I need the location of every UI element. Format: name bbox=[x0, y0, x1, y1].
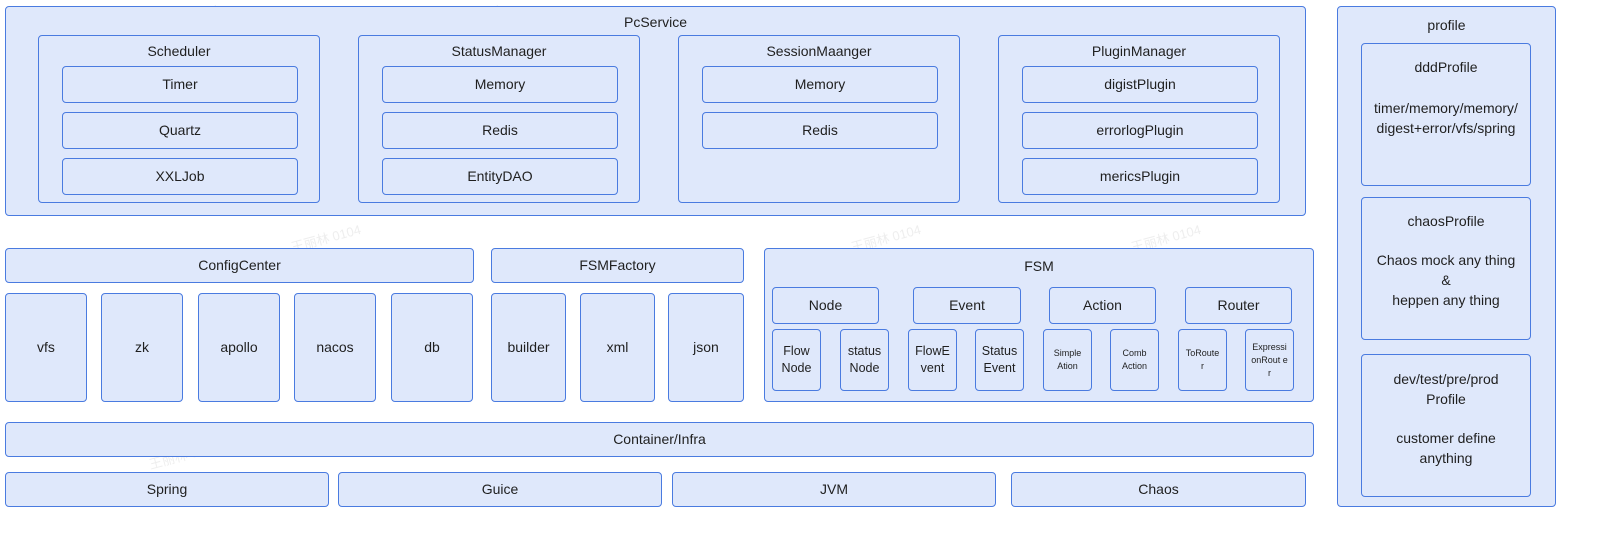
plugin-manager-item-merics: mericsPlugin bbox=[1022, 158, 1258, 195]
plugin-manager-item-errorlog: errorlogPlugin bbox=[1022, 112, 1258, 149]
scheduler-item-timer: Timer bbox=[62, 66, 298, 103]
fsm-event-header: Event bbox=[913, 287, 1021, 324]
scheduler-item-quartz: Quartz bbox=[62, 112, 298, 149]
fsm-event-item-status: Status Event bbox=[975, 329, 1024, 391]
chaos-profile-line1: Chaos mock any thing bbox=[1376, 252, 1516, 268]
config-center-header: ConfigCenter bbox=[5, 248, 474, 283]
config-center-item-zk: zk bbox=[101, 293, 183, 402]
config-center-item-vfs: vfs bbox=[5, 293, 87, 402]
fsm-factory-header: FSMFactory bbox=[491, 248, 744, 283]
plugin-manager-item-digist: digistPlugin bbox=[1022, 66, 1258, 103]
config-center-item-apollo: apollo bbox=[198, 293, 280, 402]
fsm-action-header: Action bbox=[1049, 287, 1156, 324]
config-center-item-nacos: nacos bbox=[294, 293, 376, 402]
env-profile-title: dev/test/pre/prod Profile bbox=[1393, 371, 1499, 407]
chaos-profile-line2: & bbox=[1441, 272, 1451, 288]
fsm-node-item-flow: Flow Node bbox=[772, 329, 821, 391]
infra-item-guice: Guice bbox=[338, 472, 662, 507]
fsm-router-item-toroute: ToRoute r bbox=[1178, 329, 1227, 391]
fsm-factory-item-xml: xml bbox=[580, 293, 655, 402]
fsm-action-item-comb: Comb Action bbox=[1110, 329, 1159, 391]
scheduler-title: Scheduler bbox=[147, 43, 211, 59]
status-manager-item-memory: Memory bbox=[382, 66, 618, 103]
infra-item-jvm: JVM bbox=[672, 472, 996, 507]
fsm-title: FSM bbox=[1024, 258, 1054, 274]
fsm-event-item-flow: FlowE vent bbox=[908, 329, 957, 391]
fsm-node-item-status: status Node bbox=[840, 329, 889, 391]
session-manager-item-redis: Redis bbox=[702, 112, 938, 149]
infra-item-spring: Spring bbox=[5, 472, 329, 507]
fsm-node-header: Node bbox=[772, 287, 879, 324]
session-manager-item-memory: Memory bbox=[702, 66, 938, 103]
chaos-profile-line3: heppen any thing bbox=[1392, 292, 1500, 308]
infra-item-chaos: Chaos bbox=[1011, 472, 1306, 507]
fsm-router-header: Router bbox=[1185, 287, 1292, 324]
chaos-profile-box: chaosProfile Chaos mock any thing & hepp… bbox=[1361, 197, 1531, 340]
status-manager-title: StatusManager bbox=[451, 43, 547, 59]
plugin-manager-title: PluginManager bbox=[1091, 43, 1187, 59]
scheduler-item-xxljob: XXLJob bbox=[62, 158, 298, 195]
fsm-router-item-expression: Expressi onRout er bbox=[1245, 329, 1294, 391]
chaos-profile-title: chaosProfile bbox=[1407, 213, 1485, 229]
fsm-factory-item-builder: builder bbox=[491, 293, 566, 402]
status-manager-item-redis: Redis bbox=[382, 112, 618, 149]
profile-title: profile bbox=[1427, 17, 1466, 33]
ddd-profile-title: dddProfile bbox=[1414, 59, 1478, 75]
ddd-profile-box: dddProfile timer/memory/memory/ digest+e… bbox=[1361, 43, 1531, 186]
status-manager-item-entitydao: EntityDAO bbox=[382, 158, 618, 195]
session-manager-title: SessionMaanger bbox=[766, 43, 872, 59]
ddd-profile-text: timer/memory/memory/ digest+error/vfs/sp… bbox=[1374, 100, 1518, 136]
pcservice-title: PcService bbox=[623, 14, 688, 30]
env-profile-text: customer define anything bbox=[1396, 430, 1496, 466]
env-profile-box: dev/test/pre/prod Profile customer defin… bbox=[1361, 354, 1531, 497]
fsm-factory-item-json: json bbox=[668, 293, 744, 402]
config-center-item-db: db bbox=[391, 293, 473, 402]
container-infra-bar: Container/Infra bbox=[5, 422, 1314, 457]
fsm-action-item-simple: Simple Ation bbox=[1043, 329, 1092, 391]
